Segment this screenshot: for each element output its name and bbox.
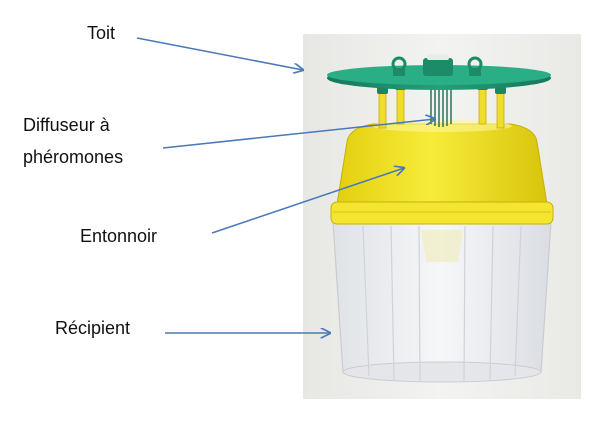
arrow-roof (136, 37, 303, 70)
label-container: Récipient (55, 318, 131, 338)
label-roof: Toit (87, 23, 116, 43)
roof (327, 54, 551, 90)
container (332, 221, 552, 383)
funnel (330, 120, 554, 225)
trap-photo (303, 34, 581, 399)
label-diffuser-line1: Diffuseur à (23, 115, 110, 135)
label-diffuser-line2: phéromones (23, 147, 124, 167)
label-funnel: Entonnoir (80, 226, 158, 246)
